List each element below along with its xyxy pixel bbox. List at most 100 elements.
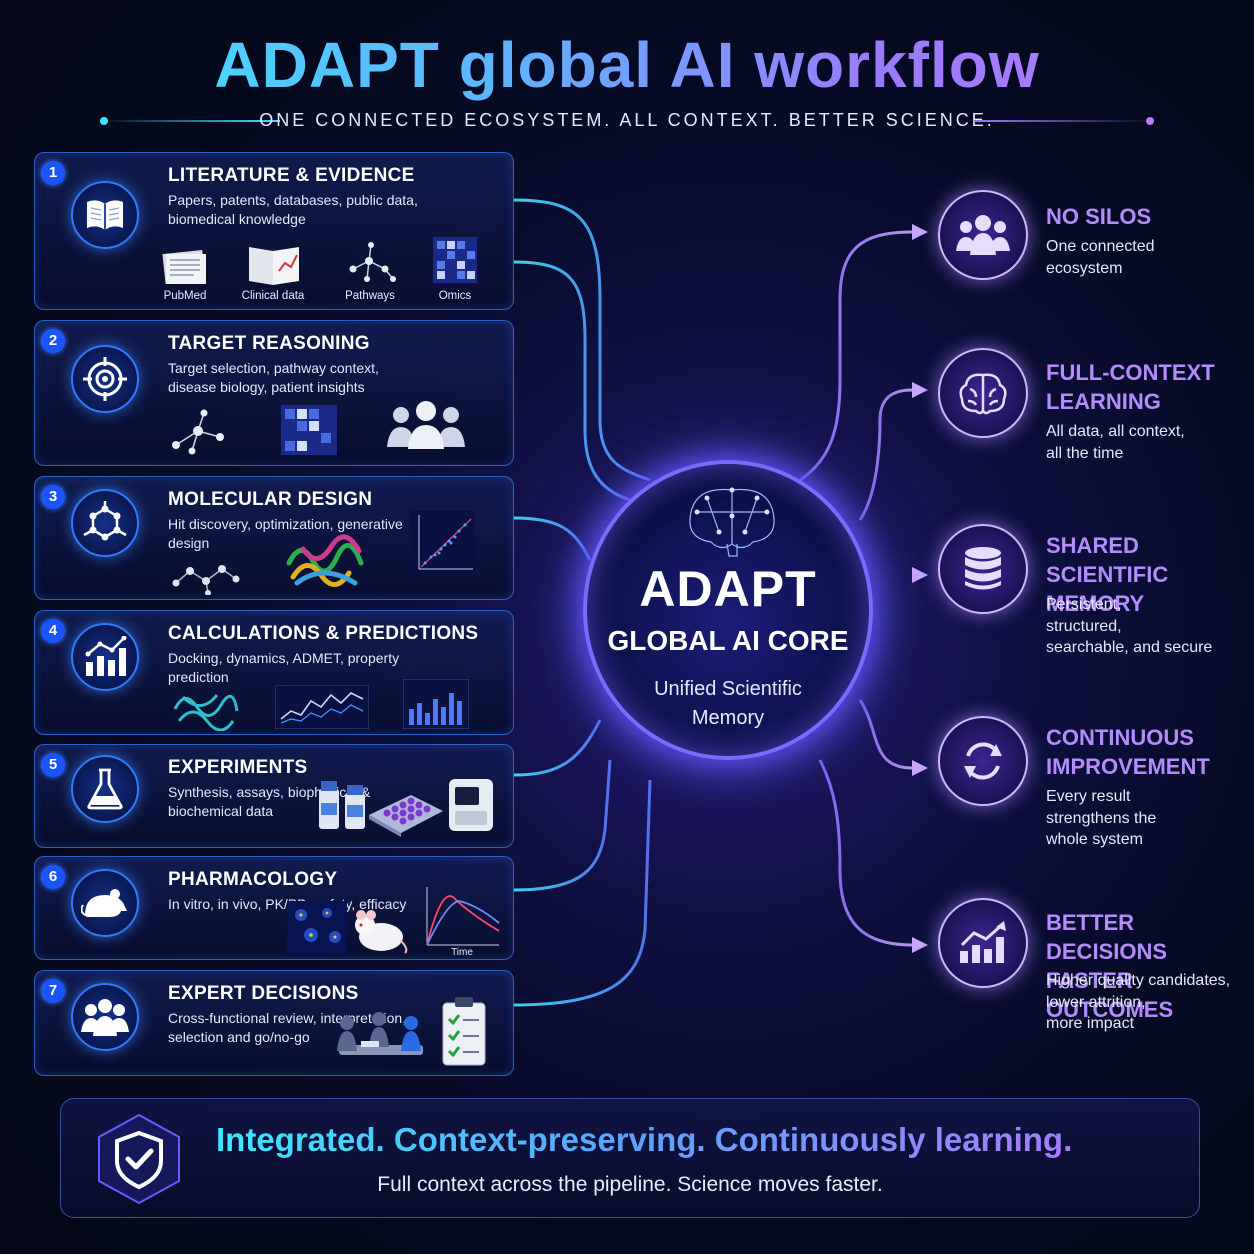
benefit-title-line: SHARED SCIENTIFIC	[1046, 533, 1169, 587]
subtitle-dot-left	[100, 117, 108, 125]
benefit-title: NO SILOS	[1046, 204, 1152, 229]
mouse-icon	[71, 869, 139, 937]
stage-literature-evidence: 1 LITERATURE & EVIDENCE Papers, patents,…	[34, 152, 514, 310]
papers-stack-icon	[162, 249, 206, 285]
omics-heatmap-icon	[433, 237, 477, 283]
benefit-desc-line: lower attrition,	[1046, 993, 1146, 1011]
vials-icon	[319, 781, 365, 829]
stage-title: LITERATURE & EVIDENCE	[168, 165, 415, 186]
target-icon	[71, 345, 139, 413]
banner-headline: Integrated. Context-preserving. Continuo…	[216, 1121, 1073, 1158]
benefit-title-line: CONTINUOUS	[1046, 725, 1194, 750]
thumb-label: PubMed	[163, 290, 207, 302]
benefit-desc-line: strengthens the	[1046, 809, 1157, 827]
thumb-label: Omics	[438, 290, 472, 302]
clinical-book-icon	[249, 247, 299, 285]
stage-number: 6	[41, 865, 65, 889]
scatter-plot-icon	[411, 511, 475, 577]
benefit-description: One connected ecosystem	[1046, 236, 1246, 279]
summary-banner: Integrated. Context-preserving. Continuo…	[60, 1098, 1200, 1218]
subtitle-line-left	[100, 120, 280, 122]
stage-description: Papers, patents, databases, public data,…	[168, 192, 418, 227]
stage-description: Target selection, pathway context, disea…	[168, 360, 379, 395]
growth-chart-icon	[938, 898, 1028, 988]
brain-icon	[938, 348, 1028, 438]
stage-number: 1	[41, 161, 65, 185]
benefit-desc-line: all the time	[1046, 444, 1124, 462]
molecule-network-icon	[172, 409, 224, 455]
core-subtitle: GLOBAL AI CORE	[607, 625, 849, 656]
molecule-icon	[71, 489, 139, 557]
stage-description: Cross-functional review, interpretation,…	[168, 1010, 407, 1045]
lab-mouse-image	[355, 910, 408, 954]
core-description: Unified Scientific Memory	[654, 678, 802, 729]
database-icon	[938, 524, 1028, 614]
stage-number: 7	[41, 979, 65, 1003]
stage-calculations-predictions: 4 CALCULATIONS & PREDICTIONS Docking, dy…	[34, 610, 514, 735]
benefit-desc-line: One connected	[1046, 238, 1155, 255]
stage-number: 5	[41, 753, 65, 777]
subtitle-line-right	[974, 120, 1154, 122]
core-title: ADAPT	[639, 561, 817, 617]
subtitle-dot-right	[1146, 117, 1154, 125]
stage-number: 2	[41, 329, 65, 353]
benefit-title: FULL-CONTEXT LEARNING	[1046, 358, 1215, 416]
thumb-label: Clinical data	[241, 290, 305, 302]
stage-target-reasoning: 2 TARGET REASONING Target selection, pat…	[34, 320, 514, 466]
benefit-desc-line: searchable, and secure	[1046, 639, 1213, 656]
benefit-title-line: FASTER OUTCOMES	[1046, 968, 1174, 1022]
page-title: ADAPT global AI workflow	[0, 28, 1254, 102]
pk-curve-chart	[426, 887, 500, 946]
benefit-description: Persistent, structured, searchable, and …	[1046, 594, 1246, 659]
stage-title: CALCULATIONS & PREDICTIONS	[168, 623, 479, 644]
stage-title: EXPERT DECISIONS	[168, 983, 359, 1004]
stage-experiments: 5 EXPERIMENTS Synthesis, assays, biophys…	[34, 744, 514, 848]
benefit-title-line: IMPROVEMENT	[1046, 754, 1210, 779]
flask-icon	[71, 755, 139, 823]
patients-group-icon	[387, 401, 465, 449]
benefit-title-line: MEMORY	[1046, 591, 1145, 616]
ai-core-circle	[583, 460, 873, 760]
brain-network-icon	[689, 487, 775, 557]
bar-chart-icon	[71, 623, 139, 691]
benefit-description: All data, all context, all the time	[1046, 421, 1246, 464]
benefit-desc-line: Persistent,	[1046, 596, 1122, 613]
stage-title: TARGET REASONING	[168, 333, 370, 354]
stage-pharmacology: 6 PHARMACOLOGY In vitro, in vivo, PK/PD,…	[34, 856, 514, 960]
benefit-title: SHARED SCIENTIFIC MEMORY	[1046, 531, 1254, 618]
benefit-title-line: FULL-CONTEXT	[1046, 360, 1215, 385]
cell-imaging-icon	[287, 901, 347, 953]
subtitle: ONE CONNECTED ECOSYSTEM. ALL CONTEXT. BE…	[259, 110, 995, 130]
bar-chart-thumb-icon	[403, 679, 469, 729]
stage-description: Hit discovery, optimization, generative …	[168, 516, 403, 551]
protein-structure-icon	[286, 534, 364, 587]
benefit-desc-line: more impact	[1046, 1015, 1135, 1032]
benefit-desc-line: whole system	[1046, 831, 1143, 848]
stage-number: 4	[41, 619, 65, 643]
benefit-desc-line: Every result	[1046, 788, 1131, 805]
benefit-title: CONTINUOUS IMPROVEMENT	[1046, 723, 1210, 781]
benefit-desc-line: Higher quality candidates,	[1046, 972, 1231, 989]
people-icon	[71, 983, 139, 1051]
people-icon	[938, 190, 1028, 280]
stage-description: Docking, dynamics, ADMET, property predi…	[168, 650, 400, 685]
checklist-icon	[442, 997, 486, 1066]
benefit-title: BETTER DECISIONS FASTER OUTCOMES	[1046, 908, 1254, 1024]
book-icon	[71, 181, 139, 249]
benefit-title-line: BETTER DECISIONS	[1046, 910, 1168, 964]
benefit-desc-line: structured,	[1046, 617, 1122, 635]
stage-title: MOLECULAR DESIGN	[168, 489, 373, 510]
stage-title: EXPERIMENTS	[168, 757, 308, 778]
subtitle-row: ONE CONNECTED ECOSYSTEM. ALL CONTEXT. BE…	[100, 108, 1154, 136]
chart-axis-label: Time	[451, 947, 473, 958]
shield-check-icon	[98, 1113, 180, 1205]
line-chart-icon	[275, 685, 369, 729]
stage-molecular-design: 3 MOLECULAR DESIGN Hit discovery, optimi…	[34, 476, 514, 600]
benefit-description: Every result strengthens the whole syste…	[1046, 786, 1246, 851]
stage-title: PHARMACOLOGY	[168, 869, 338, 890]
benefit-desc-line: All data, all context,	[1046, 423, 1185, 440]
meeting-scene-image	[337, 1012, 423, 1055]
ball-stick-molecule-icon	[172, 565, 240, 595]
pathway-grid-icon	[281, 405, 337, 455]
pathway-network-icon	[349, 242, 396, 282]
